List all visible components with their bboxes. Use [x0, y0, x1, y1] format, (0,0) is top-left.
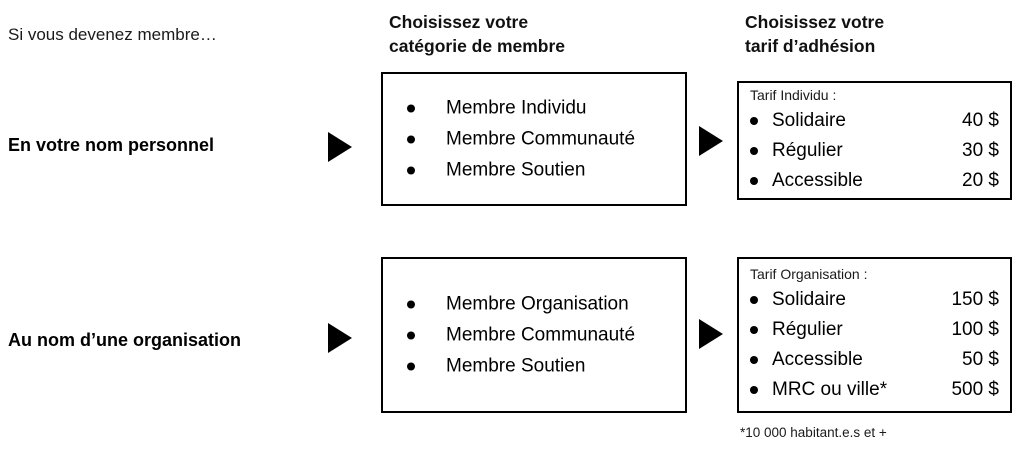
row-label-personal: En votre nom personnel	[8, 135, 215, 155]
category-label: Membre Soutien	[446, 355, 586, 377]
tariff-price: 40 $	[962, 109, 999, 131]
tariff-name: Accessible	[772, 349, 863, 370]
row-label-organisation: Au nom d’une organisation	[8, 330, 241, 350]
tariff-heading-personal: Tarif Individu :	[750, 86, 837, 103]
tariff-list-organisation: Solidaire 150 $ Régulier 100 $ Accessibl…	[750, 285, 999, 405]
category-label: Membre Organisation	[446, 293, 629, 315]
tariff-name: Solidaire	[772, 109, 846, 131]
right-triangle-arrow-icon	[699, 126, 723, 156]
tariff-price: 30 $	[962, 139, 999, 161]
bullet-dot-icon	[407, 362, 415, 370]
category-label: Membre Individu	[446, 97, 587, 119]
right-triangle-arrow-icon	[328, 132, 352, 162]
tariff-list-personal: Solidaire 40 $ Régulier 30 $ Accessible …	[750, 106, 999, 196]
category-box-personal: Membre Individu Membre Communauté Membre…	[381, 72, 687, 206]
tariff-name: Régulier	[772, 139, 843, 161]
bullet-dot-icon	[407, 166, 415, 174]
tariff-name: MRC ou ville*	[772, 379, 888, 400]
tariff-box-personal: Tarif Individu : Solidaire 40 $ Régulier…	[737, 81, 1012, 200]
tariff-box-organisation: Tarif Organisation : Solidaire 150 $ Rég…	[737, 257, 1012, 413]
column-header-tariff-line2: tarif d’adhésion	[745, 36, 876, 56]
list-item: Régulier 30 $	[750, 136, 999, 166]
bullet-dot-icon	[750, 176, 758, 185]
list-item: Solidaire 40 $	[750, 106, 999, 136]
tariff-price: 500 $	[951, 379, 999, 400]
list-item: Accessible 50 $	[750, 345, 999, 375]
list-item: Membre Communauté	[407, 124, 635, 155]
tariff-price: 100 $	[951, 319, 999, 340]
column-header-tariff: Choisissez votre tarif d’adhésion	[745, 10, 884, 58]
right-triangle-arrow-icon	[328, 323, 352, 353]
list-item: MRC ou ville* 500 $	[750, 375, 999, 405]
bullet-dot-icon	[750, 116, 758, 125]
bullet-dot-icon	[407, 300, 415, 308]
tariff-name: Solidaire	[772, 289, 846, 310]
bullet-dot-icon	[750, 326, 758, 334]
tariff-heading-organisation: Tarif Organisation :	[750, 266, 868, 282]
list-item: Membre Organisation	[407, 289, 635, 320]
tariff-price: 150 $	[951, 289, 999, 310]
bullet-dot-icon	[407, 135, 415, 143]
bullet-dot-icon	[750, 146, 758, 155]
tariff-name: Accessible	[772, 169, 863, 191]
category-label: Membre Communauté	[446, 128, 636, 150]
tariff-price: 50 $	[962, 349, 999, 370]
bullet-dot-icon	[750, 356, 758, 364]
footnote-text: *10 000 habitant.e.s et +	[740, 425, 887, 440]
column-header-category: Choisissez votre catégorie de membre	[389, 10, 565, 58]
column-header-category-line2: catégorie de membre	[389, 36, 566, 56]
bullet-dot-icon	[407, 104, 415, 112]
bullet-dot-icon	[750, 296, 758, 304]
category-box-organisation: Membre Organisation Membre Communauté Me…	[381, 257, 687, 413]
tariff-price: 20 $	[962, 169, 999, 191]
list-item: Solidaire 150 $	[750, 285, 999, 315]
list-item: Régulier 100 $	[750, 315, 999, 345]
category-list-organisation: Membre Organisation Membre Communauté Me…	[407, 289, 635, 382]
list-item: Membre Soutien	[407, 351, 635, 382]
bullet-dot-icon	[750, 386, 758, 394]
intro-text: Si vous devenez membre…	[8, 25, 217, 44]
tariff-name: Régulier	[772, 319, 843, 340]
category-list-personal: Membre Individu Membre Communauté Membre…	[407, 93, 635, 186]
right-triangle-arrow-icon	[699, 319, 723, 349]
list-item: Membre Communauté	[407, 320, 635, 351]
list-item: Membre Soutien	[407, 155, 635, 186]
category-label: Membre Soutien	[446, 159, 586, 181]
column-header-tariff-line1: Choisissez votre	[745, 12, 885, 32]
column-header-category-line1: Choisissez votre	[389, 12, 529, 32]
list-item: Membre Individu	[407, 93, 635, 124]
list-item: Accessible 20 $	[750, 166, 999, 196]
bullet-dot-icon	[407, 331, 415, 339]
category-label: Membre Communauté	[446, 324, 636, 346]
